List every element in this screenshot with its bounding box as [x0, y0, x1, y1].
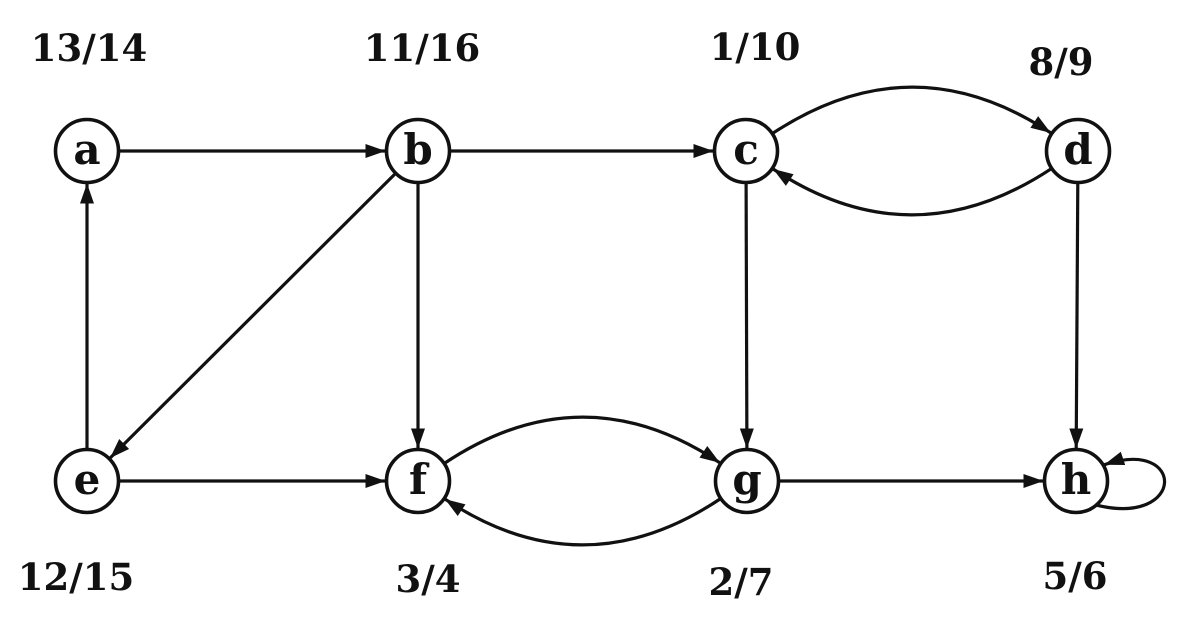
edge-b-e: [108, 172, 397, 460]
node-label-b: b: [403, 125, 432, 174]
edge-d-c: [772, 167, 1053, 217]
labels-layer: a 13/14 b 11/16 c 1/10 d 8/9 e 12/15 f 3/4 g 2/7 h 5/6: [18, 25, 1108, 604]
time-label-b: 11/16: [364, 26, 481, 70]
edge-f-g: [443, 415, 721, 465]
edge-d-h: [1069, 182, 1084, 449]
nodes-layer: [53, 117, 1112, 515]
time-label-h: 5/6: [1042, 554, 1107, 598]
node-label-d: d: [1063, 125, 1092, 174]
node-circle-f: [384, 447, 452, 515]
edge-c-g: [739, 182, 754, 449]
time-label-e: 12/15: [18, 555, 135, 599]
time-label-c: 1/10: [710, 25, 801, 69]
node-circle-h: [1042, 447, 1110, 515]
time-label-d: 8/9: [1028, 40, 1093, 84]
node-label-g: g: [732, 455, 761, 504]
edge-c-d: [771, 85, 1052, 135]
node-label-f: f: [409, 455, 430, 504]
node-circle-a: [53, 117, 121, 185]
time-label-f: 3/4: [395, 557, 460, 601]
node-circle-d: [1044, 117, 1112, 185]
edge-h-h: [1095, 451, 1167, 511]
time-label-a: 13/14: [31, 26, 148, 70]
node-circle-g: [713, 447, 781, 515]
node-label-c: c: [733, 125, 759, 174]
edge-g-f: [444, 497, 722, 547]
node-circle-b: [384, 117, 452, 185]
node-label-h: h: [1061, 455, 1092, 504]
node-circle-c: [712, 117, 780, 185]
node-circle-e: [53, 447, 121, 515]
node-label-a: a: [73, 125, 100, 174]
edges-layer: [80, 85, 1167, 547]
time-label-g: 2/7: [708, 560, 773, 604]
node-label-e: e: [74, 455, 101, 504]
